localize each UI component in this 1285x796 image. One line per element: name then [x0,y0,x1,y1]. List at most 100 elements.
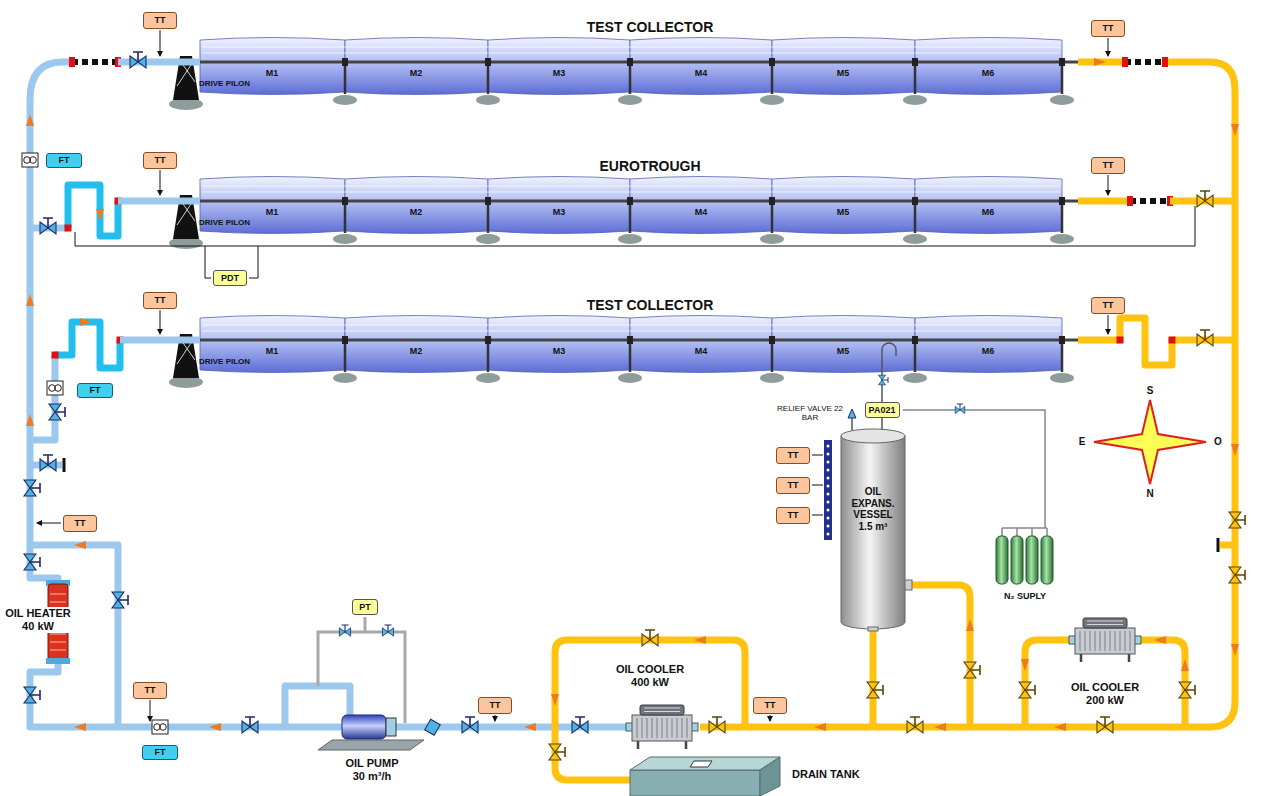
flow-transmitter: FT [46,153,82,168]
heater [46,658,70,664]
flow-arrow [26,294,34,306]
equipment-label: DRAIN TANK [792,768,860,781]
pipe-fittings [642,630,658,646]
pylon-label: DRIVE PILON [199,218,250,227]
flow-arrow [966,619,974,631]
module-number: M3 [553,346,566,356]
compass-letter: S [1147,385,1154,397]
cold-piping [55,322,120,368]
pipe-fittings [40,218,56,234]
module-number: M3 [553,207,566,217]
vessel-accessories [848,409,856,418]
instrument-tag: TT [788,480,799,490]
pipe-fittings [24,554,40,570]
cold-piping [63,458,66,472]
cold-piping [65,225,72,232]
flow-arrow [26,58,1239,731]
module-number: M2 [410,207,423,217]
flow-arrow [80,318,92,326]
flow-transmitter: FT [142,745,178,760]
vessel-accessories [812,455,823,515]
cold-piping [72,59,118,65]
instrument-tag: TT [490,700,501,710]
drain-tank [630,757,780,770]
vessel-accessories [882,343,896,402]
pylon-label: DRIVE PILON [199,357,250,366]
temperature-transmitter: TT [753,697,787,714]
hot-piping [1122,57,1128,67]
supply-label: N₂ SUPLY [1004,591,1046,601]
pipe-fittings [462,717,478,733]
vessel-body [841,436,905,629]
flow-arrow [814,723,826,731]
flow-arrow [694,636,706,644]
flow-arrow [524,723,536,731]
temperature-transmitter: TT [1091,297,1125,314]
drain-tank [630,770,760,796]
instrument-leader [37,30,1195,721]
drain-tank [690,761,712,767]
temperature-transmitter: TT [143,152,177,169]
temperature-transmitter: TT [776,447,810,464]
flow-arrow [96,209,104,221]
collector-row [169,316,1080,389]
vessel-nozzle [868,627,878,631]
vessel-accessories [851,418,853,430]
instrument-tag: FT [59,155,70,165]
oil-pump [318,715,424,750]
instrument-leader [160,310,161,334]
instrument-tag: TT [1103,23,1114,33]
pipe-fittings [1019,682,1035,698]
instrument-leader [1108,175,1109,195]
instrument-leader [150,700,151,721]
hot-piping [1125,59,1165,65]
hot-piping [906,585,970,727]
flow-arrow [1181,659,1189,671]
hot-piping [1220,542,1235,549]
instrument-tag: TT [1103,300,1114,310]
collector-title: EUROTROUGH [599,158,700,174]
module-number: M5 [837,207,850,217]
instrument-leader [160,30,161,56]
oil-pump [342,715,386,739]
module-number: M4 [695,207,708,217]
instrument-line [881,418,883,430]
flow-arrow [1054,723,1066,731]
module-number: M5 [837,346,850,356]
instrument-leader [75,206,1195,246]
pipe-fittings [152,720,168,734]
module-number: M1 [266,207,279,217]
hot-piping [1078,198,1130,205]
instrument-tag: TT [788,510,799,520]
pipe-fittings [549,744,565,760]
pipe-fittings [24,480,40,496]
instrument-tag: PT [359,602,371,612]
vessel-accessories [827,446,830,534]
flow-arrow [551,694,559,706]
pipe-fittings [964,662,980,678]
pylon-label: DRIVE PILON [199,79,250,88]
equipment-label: OIL COOLER 400 kW [610,663,690,688]
cold-piping [364,617,367,632]
pipe-fittings [572,717,588,733]
instrument-tag: TT [1103,160,1114,170]
instrument-tag: TT [75,518,86,528]
instrument-tag: FT [155,747,166,757]
instrument-tag: TT [788,450,799,460]
hot-piping [1117,337,1124,344]
cold-piping [318,632,405,723]
cold-piping [30,62,72,584]
cold-piping [52,352,59,359]
temperature-transmitter: TT [143,12,177,29]
cold-piping [118,198,200,205]
compass-letter: N [1146,488,1153,500]
pipe-fittings [1097,717,1113,733]
pipe-fittings [1229,567,1245,583]
expansion-vessel: OIL EXPANS. VESSEL 1.5 m³ [840,428,906,630]
flow-arrow [74,723,86,731]
module-number: M1 [266,68,279,78]
temperature-transmitter: TT [1091,157,1125,174]
temperature-transmitter: TT [776,507,810,524]
cold-piping [68,185,118,236]
oil-cooler [626,705,698,749]
